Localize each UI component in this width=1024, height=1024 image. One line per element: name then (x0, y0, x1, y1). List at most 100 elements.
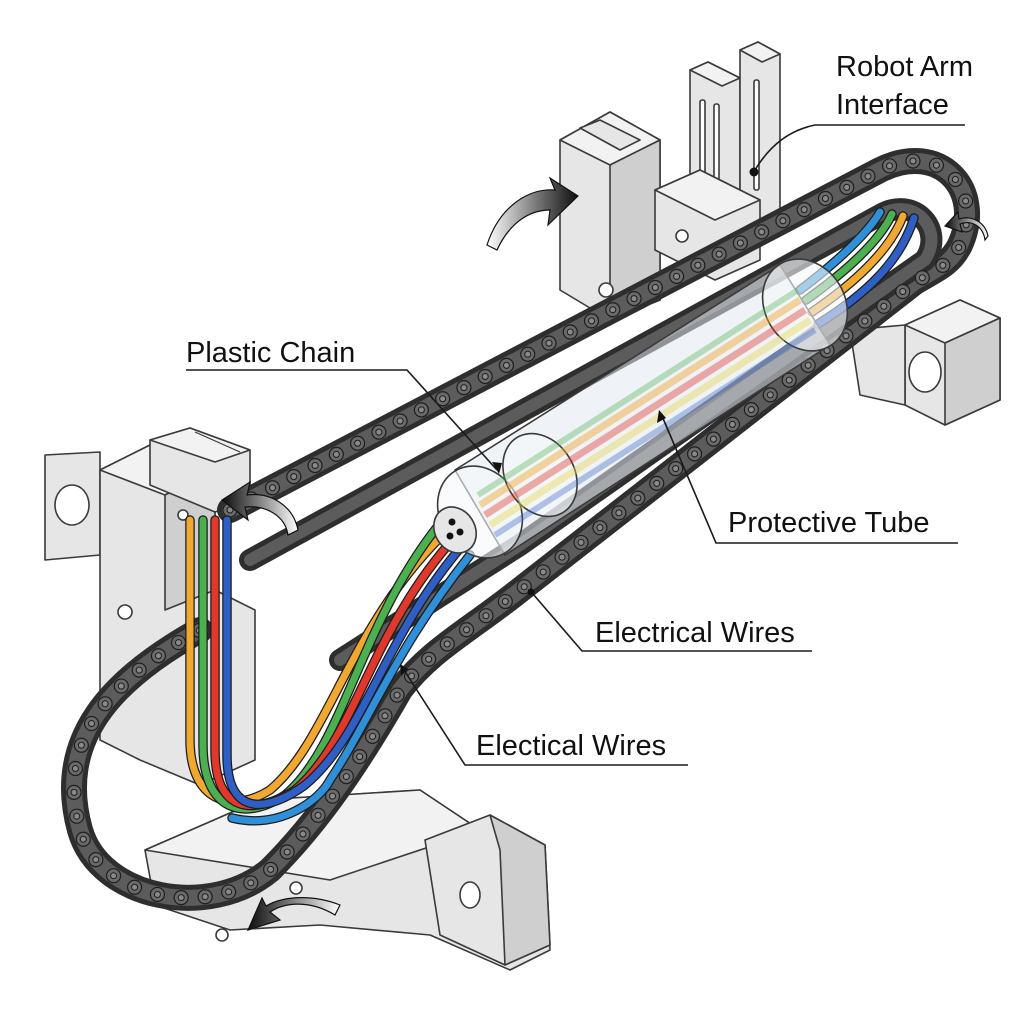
chain-pin (174, 639, 182, 647)
chain-pin (634, 494, 642, 502)
chain-pin (439, 395, 447, 403)
chain-pin (785, 376, 793, 384)
chain-pin (443, 640, 451, 648)
chain-pin (101, 700, 109, 708)
callout-protective-tube: Protective Tube (657, 410, 958, 544)
electrical-wires (185, 207, 919, 826)
chain-pin (267, 865, 275, 873)
chain-pin (269, 484, 277, 492)
chain-pin (70, 788, 78, 796)
label-electical-wires: Electical Wires (476, 730, 666, 762)
label-robot-arm-interface-line2: Interface (836, 89, 949, 121)
chain-pin (247, 879, 255, 887)
motion-arrows (220, 176, 989, 931)
chain-pin (463, 626, 471, 634)
chain-pin (932, 161, 940, 169)
chain-pin (153, 890, 161, 898)
chain-links (66, 153, 974, 906)
chain-pin (918, 274, 926, 282)
chain-pin (425, 655, 433, 663)
chain-pin (672, 465, 680, 473)
chain-pin (779, 217, 787, 225)
chain-pin (396, 417, 404, 425)
chain-pin (226, 506, 234, 514)
leader-dot (749, 167, 759, 177)
chain-pin (110, 872, 118, 880)
chain-pin (596, 524, 604, 532)
chain-pin (393, 691, 401, 699)
curved-arrow-icon (943, 210, 989, 242)
chain-pin (800, 206, 808, 214)
leader-dot (527, 588, 535, 596)
chain-pin (154, 652, 162, 660)
protective-tube (433, 258, 849, 559)
chain-pin (899, 288, 907, 296)
chain-pin (356, 753, 364, 761)
chain-pin (329, 792, 337, 800)
chain-pin (955, 244, 963, 252)
chain-pin (545, 339, 553, 347)
chain-pin (177, 894, 185, 902)
chain-pin (766, 391, 774, 399)
chain-pin (728, 420, 736, 428)
chain-pin (501, 597, 509, 605)
callout-plastic-chain: Plastic Chain (186, 337, 502, 474)
chain-pin (939, 261, 947, 269)
chain-pin (135, 666, 143, 674)
robot-arm-interface-bracket (559, 41, 781, 321)
right-end-bracket (849, 299, 1001, 426)
leader-arrowhead (492, 462, 502, 474)
chain-pin (962, 197, 970, 205)
chain-pin (880, 302, 888, 310)
chain-pin (588, 317, 596, 325)
plastic-chain (60, 148, 980, 911)
chain-pin (909, 157, 917, 165)
chain-pin (736, 239, 744, 247)
chain-pin (520, 583, 528, 591)
curved-arrow-icon (486, 176, 579, 251)
chain-pin (886, 162, 894, 170)
chain-pin (673, 272, 681, 280)
chain-pin (747, 406, 755, 414)
chain-pin (651, 284, 659, 292)
electrical-wire (223, 516, 466, 808)
chain-pin (77, 741, 85, 749)
chain-pin (71, 764, 79, 772)
leader-arrowhead (657, 410, 666, 423)
chain-pin (460, 384, 468, 392)
chain-pin (539, 568, 547, 576)
curved-arrow-icon (220, 480, 299, 536)
chain-pin (79, 835, 87, 843)
chain-pin (842, 332, 850, 340)
chain-pin (369, 732, 377, 740)
chain-pin (92, 856, 100, 864)
callout-electrical-wires: Electrical Wires (527, 588, 812, 652)
chain-pin (417, 406, 425, 414)
chain-pin (225, 888, 233, 896)
chain-pin (758, 228, 766, 236)
chain-pin (709, 435, 717, 443)
electrical-wire (228, 551, 474, 825)
chain-pin (691, 450, 699, 458)
chain-pin (201, 893, 209, 901)
label-plastic-chain: Plastic Chain (186, 337, 355, 369)
chain-pin (131, 883, 139, 891)
chain-pin (577, 538, 585, 546)
chain-pin (630, 295, 638, 303)
chain-pin (566, 328, 574, 336)
chain-pin (73, 812, 81, 820)
chain-pin (524, 350, 532, 358)
chain-pin (342, 773, 350, 781)
chain-pin (88, 720, 96, 728)
chain-pin (715, 250, 723, 258)
chain-pin (354, 439, 362, 447)
chain-pin (314, 811, 322, 819)
chain-pin (332, 450, 340, 458)
chain-pin (861, 317, 869, 325)
chain-pin (804, 361, 812, 369)
label-electrical-wires: Electrical Wires (595, 617, 795, 649)
chain-pin (299, 830, 307, 838)
chain-pin (290, 473, 298, 481)
callout-electical-wires: Electical Wires (400, 664, 688, 766)
